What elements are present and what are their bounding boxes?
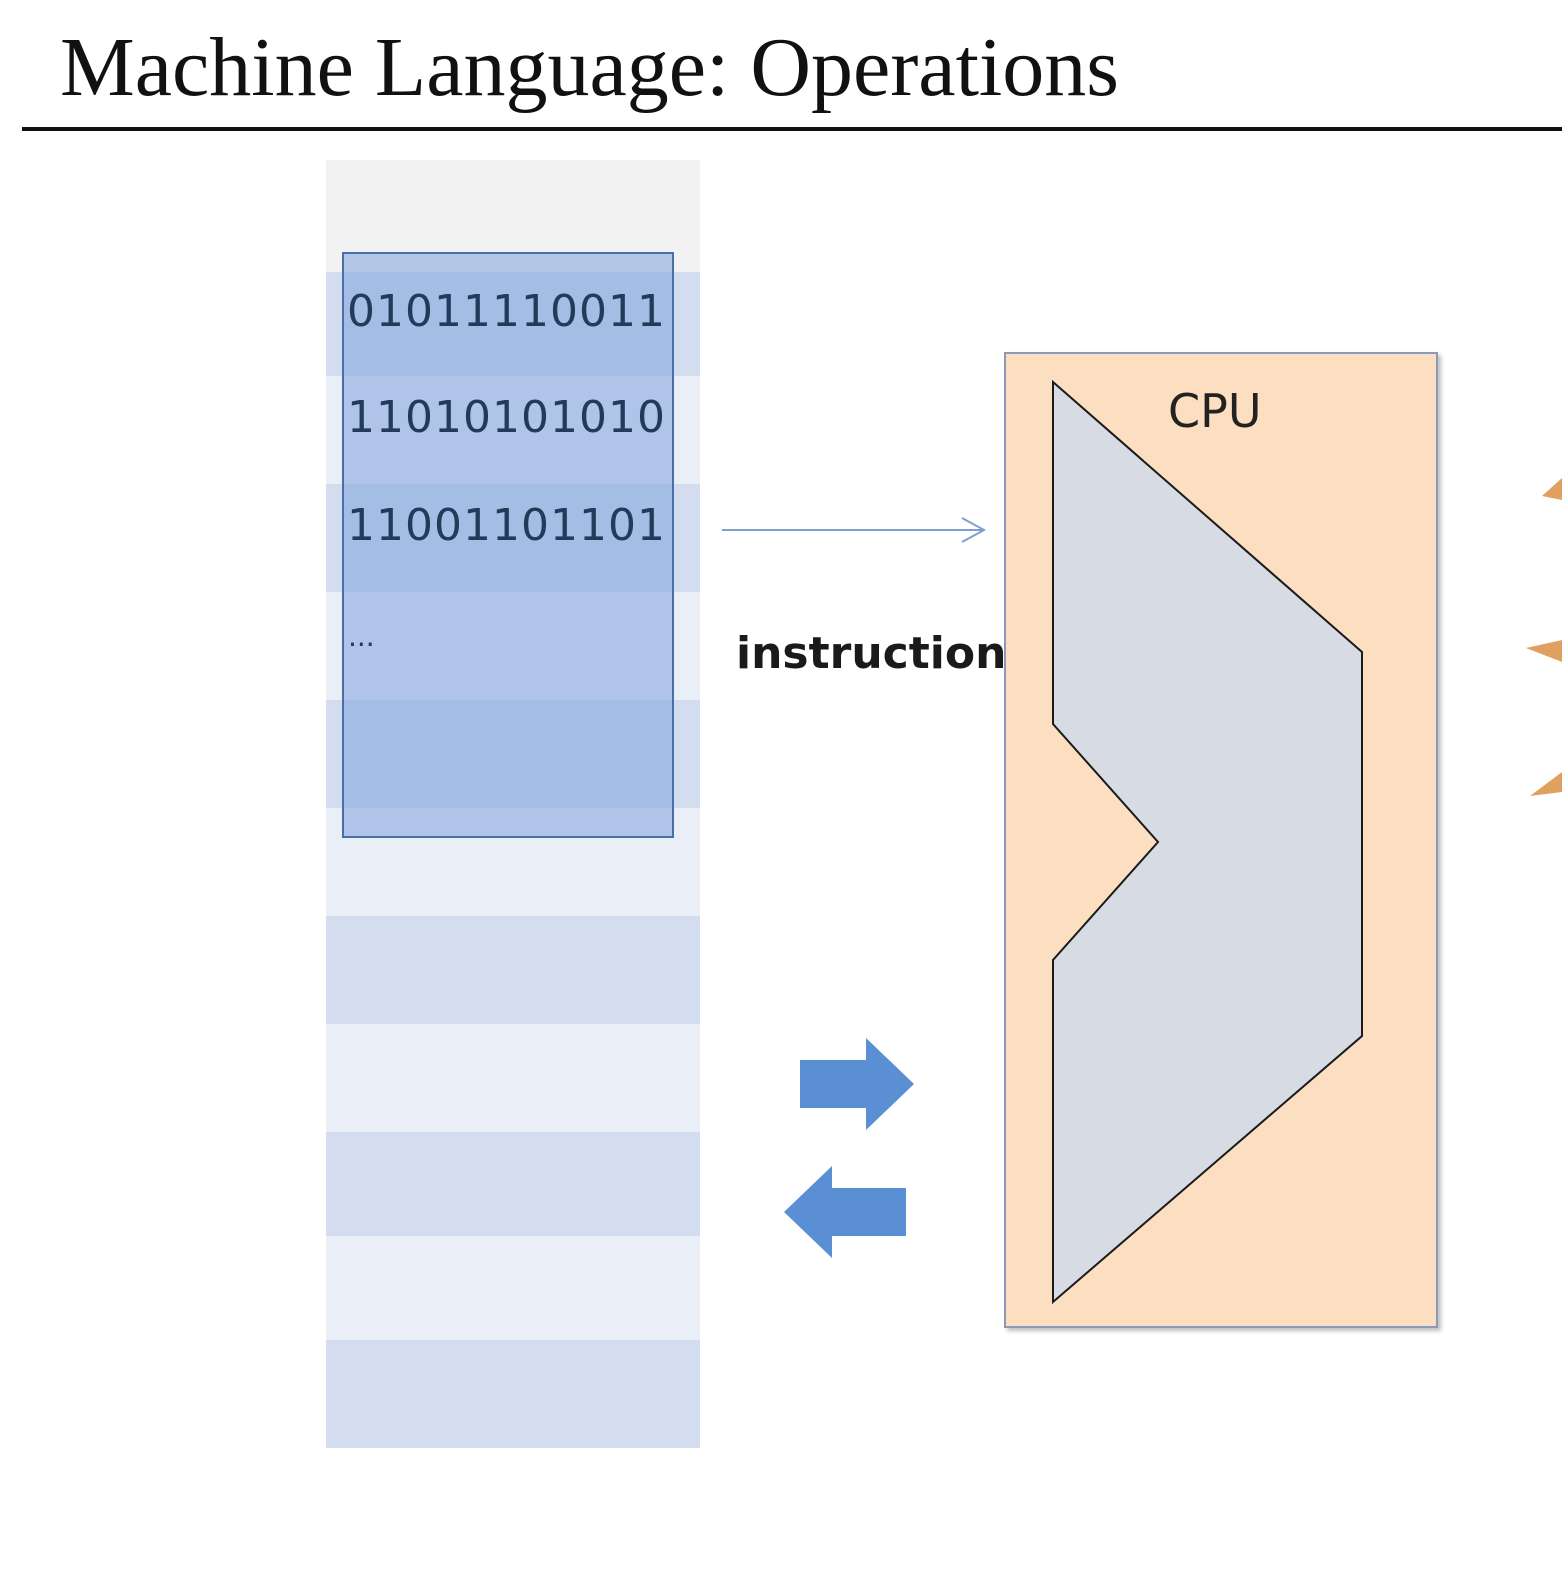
memory-word: 01011110011 [347, 286, 666, 337]
memory-cell [326, 1236, 700, 1344]
slide-title: Machine Language: Operations [60, 21, 1119, 114]
arrow-left-icon [784, 1166, 906, 1258]
title-divider [22, 127, 1562, 131]
cpu-label: CPU [1168, 384, 1262, 438]
edge-mark-icon [1542, 478, 1562, 500]
memory-cell [326, 1340, 700, 1448]
memory-cell [326, 1024, 700, 1132]
memory-ellipsis: ... [348, 620, 375, 653]
edge-mark-icon [1526, 640, 1562, 662]
alu-shape [1052, 379, 1363, 1305]
memory-word: 11010101010 [347, 392, 666, 443]
memory-cell [326, 916, 700, 1024]
memory-cell [326, 1132, 700, 1240]
edge-mark-icon [1530, 772, 1562, 796]
instruction-arrow [722, 517, 987, 543]
program-highlight [342, 252, 674, 838]
instruction-label: instruction [736, 628, 1007, 679]
memory-word: 11001101101 [347, 500, 666, 551]
arrow-right-icon [800, 1038, 914, 1130]
